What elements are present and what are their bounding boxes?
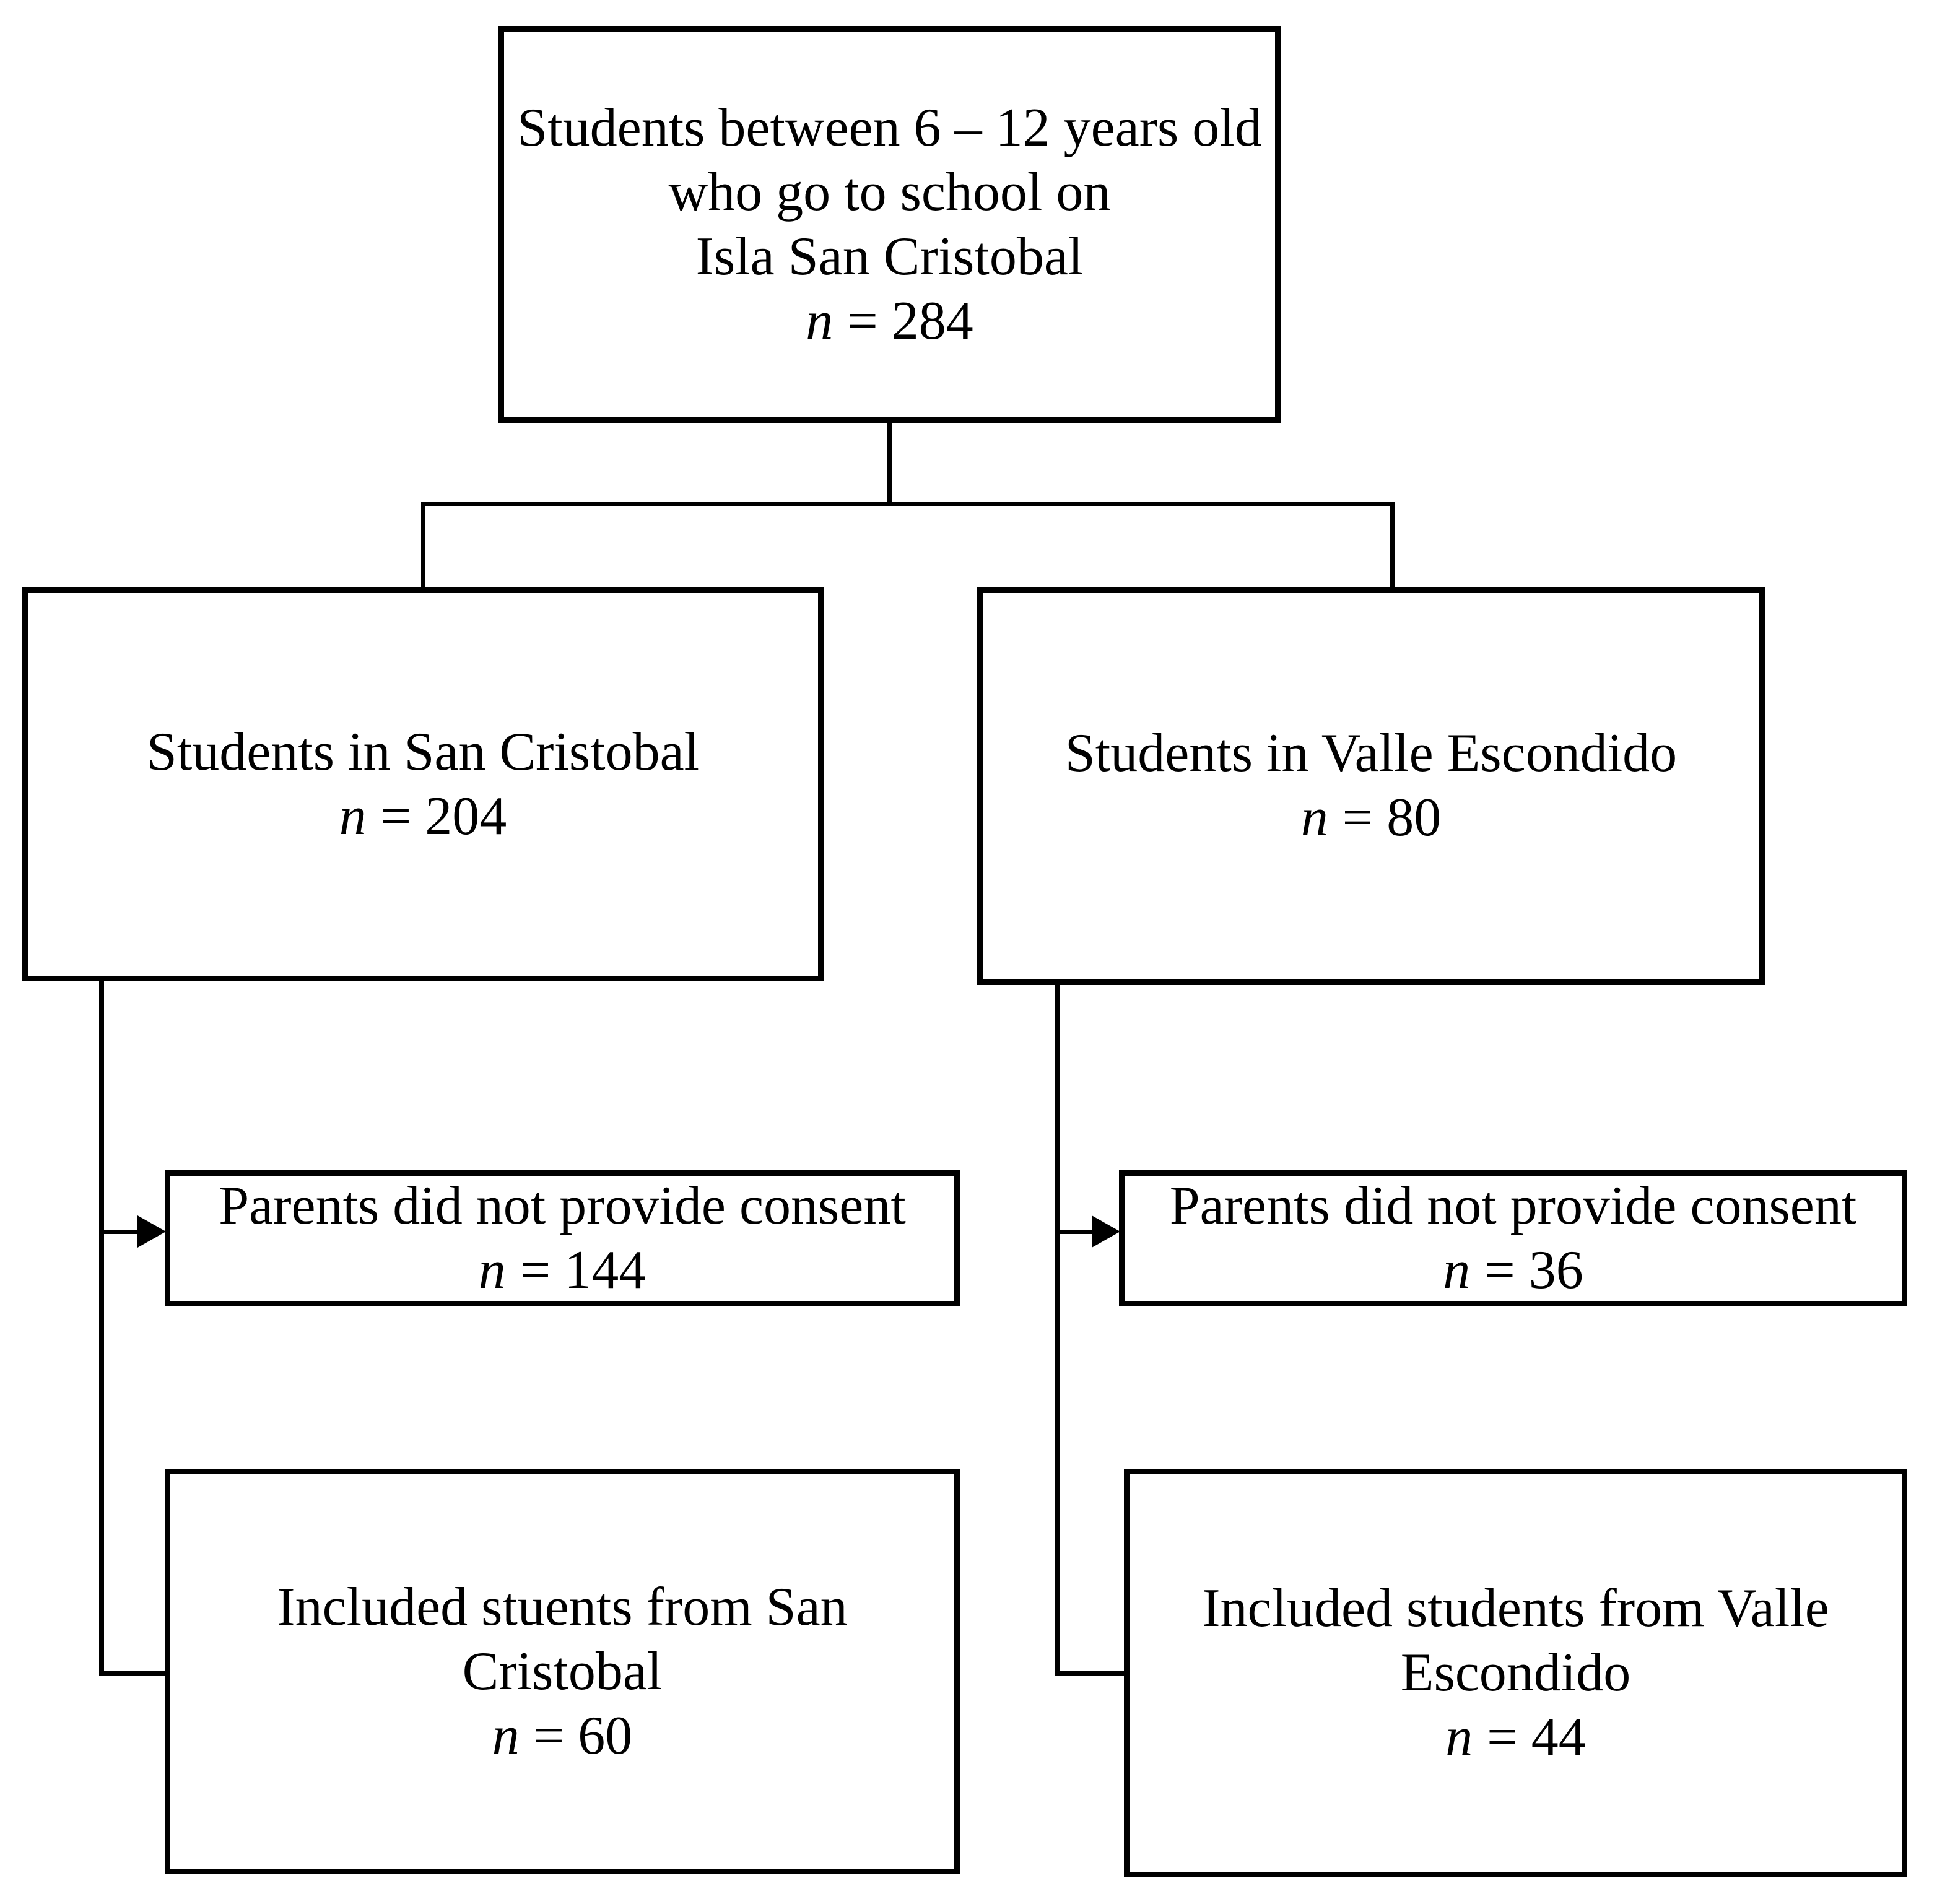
box-san-cristobal: Students in San Cristobal n= 204 <box>22 587 824 981</box>
box-valle-escondido-n: n= 80 <box>1301 786 1442 850</box>
box-population: Students between 6 – 12 years old who go… <box>498 26 1281 423</box>
box-no-consent-n: n= 36 <box>1443 1238 1583 1303</box>
box-no-consent-line: Parents did not provide consent <box>219 1176 906 1236</box>
n-value: = 284 <box>847 290 973 351</box>
box-population-n: n= 284 <box>806 289 973 354</box>
box-population-line: Students between 6 – 12 years old <box>517 97 1262 158</box>
box-included-line: Cristobal <box>462 1641 663 1702</box>
n-value: = 60 <box>533 1705 633 1766</box>
connector-horizontal-branch <box>421 502 1395 506</box>
connector-foot-left <box>99 1671 165 1676</box>
connector-descender-left <box>99 978 104 1676</box>
n-value: = 36 <box>1484 1240 1583 1300</box>
box-no-consent-line: Parents did not provide consent <box>1169 1176 1857 1236</box>
connector-arrow-line-right <box>1057 1230 1093 1234</box>
box-included-n: n= 60 <box>492 1704 633 1768</box>
box-no-consent-san-cristobal: Parents did not provide consent n= 144 <box>165 1170 960 1306</box>
box-included-valle-escondido: Included students from Valle Escondido n… <box>1124 1469 1907 1877</box>
n-symbol: n <box>1300 788 1328 848</box>
n-value: = 44 <box>1487 1707 1586 1767</box>
n-value: = 204 <box>380 786 507 846</box>
box-included-line: Included stuents from San <box>277 1576 848 1637</box>
connector-drop-right <box>1390 502 1395 587</box>
box-population-line: who go to school on <box>668 162 1111 222</box>
connector-arrow-line-left <box>102 1230 139 1234</box>
box-san-cristobal-line: Students in San Cristobal <box>146 721 700 782</box>
box-included-line: Included students from Valle <box>1202 1578 1829 1638</box>
n-symbol: n <box>339 786 367 846</box>
n-symbol: n <box>478 1240 506 1300</box>
box-included-n: n= 44 <box>1445 1705 1586 1770</box>
arrowhead-right-icon <box>1092 1215 1120 1248</box>
box-no-consent-n: n= 144 <box>479 1238 646 1303</box>
n-symbol: n <box>1445 1707 1473 1767</box>
n-symbol: n <box>1443 1240 1471 1300</box>
box-valle-escondido-line: Students in Valle Escondido <box>1064 723 1678 783</box>
connector-drop-left <box>421 502 425 587</box>
box-included-san-cristobal: Included stuents from San Cristobal n= 6… <box>165 1469 960 1874</box>
box-population-line: Isla San Cristobal <box>695 226 1084 287</box>
n-value: = 80 <box>1342 788 1442 848</box>
n-symbol: n <box>492 1705 520 1766</box>
n-value: = 144 <box>520 1240 646 1300</box>
arrowhead-left-icon <box>137 1215 166 1248</box>
n-symbol: n <box>806 290 834 351</box>
box-no-consent-valle-escondido: Parents did not provide consent n= 36 <box>1119 1170 1907 1306</box>
box-included-line: Escondido <box>1400 1643 1631 1703</box>
connector-foot-right <box>1055 1671 1124 1676</box>
connector-descender-right <box>1055 981 1060 1676</box>
connector-top-stem <box>887 423 892 506</box>
box-valle-escondido: Students in Valle Escondido n= 80 <box>977 587 1765 985</box>
box-san-cristobal-n: n= 204 <box>339 785 507 849</box>
